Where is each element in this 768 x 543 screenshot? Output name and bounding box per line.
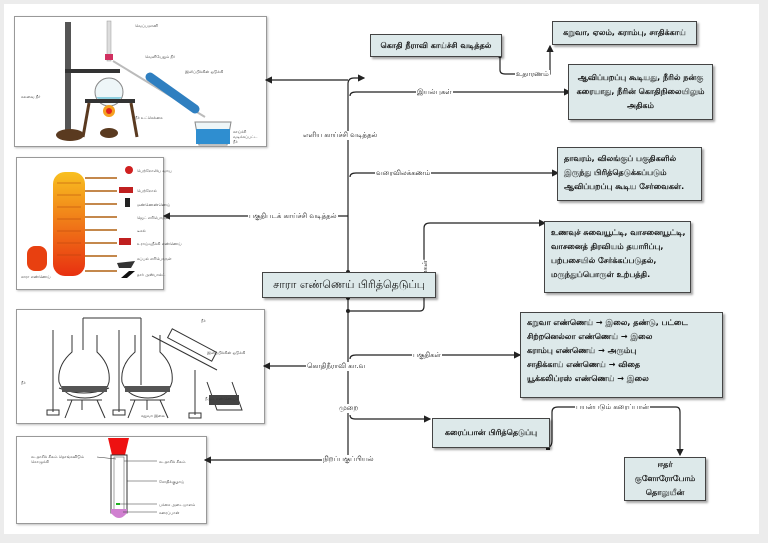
distillation-apparatus-illustration bbox=[56, 20, 232, 146]
plant-part: விதை bbox=[618, 360, 641, 369]
branch-label-method: முறை bbox=[338, 404, 360, 413]
paper-strip-label: கடதாசிக் கீலம் bbox=[159, 459, 186, 464]
trunk-up bbox=[347, 74, 366, 272]
arrow-icon: → bbox=[595, 318, 603, 327]
uses-node[interactable]: உணவுச் சுவையூட்டி, வாசனையூட்டி, வாசனைத் … bbox=[544, 221, 691, 293]
branch-label-example: உதாரணம் bbox=[515, 70, 550, 79]
parts-row: சிற்றனெல்லா எண்ணெய் → இலை bbox=[527, 330, 716, 344]
chromatography-figure: கடதாசிக் கீலம் தொங்கவிடும் கொழுக்கி கடதா… bbox=[16, 436, 207, 524]
water-label-top: நீர் bbox=[201, 318, 206, 323]
trunk-down bbox=[203, 298, 349, 464]
uses-line-4: மருந்துப்பொருள் உற்பத்தி. bbox=[551, 270, 651, 279]
link-properties bbox=[349, 88, 572, 97]
petrol-label: பெற்றோல் bbox=[137, 188, 157, 193]
branch-label-fractional: பகுதிபடக் காய்ச்சி வடித்தல் bbox=[248, 212, 338, 221]
central-topic-label: சாரா எண்ணெய் பிரித்தெடுப்பு bbox=[273, 278, 425, 291]
diesel-label: டீசல் bbox=[137, 228, 146, 233]
water-label-left: நீர் bbox=[21, 380, 26, 385]
definition-line-2: இருந்து பிரித்தெடுக்கப்படும் bbox=[564, 168, 667, 177]
oil-name: கராம்பு எண்ணெய் bbox=[527, 346, 596, 355]
leaves-label: கறுவா இலை bbox=[141, 413, 166, 418]
fractionating-column-illustration bbox=[27, 166, 135, 278]
definition-node[interactable]: தாவரம், விலங்குப் பகுதிகளில் இருந்து பிர… bbox=[557, 147, 702, 201]
parts-row: யூக்கலிப்ரஸ் எண்ணெய் → இலை bbox=[527, 372, 716, 386]
mixture-label: கலவை நீர் bbox=[21, 94, 41, 99]
oil-name: யூக்கலிப்ரஸ் எண்ணெய் bbox=[527, 374, 615, 383]
plant-part: அரும்பு bbox=[607, 346, 637, 355]
central-topic-node[interactable]: சாரா எண்ணெய் பிரித்தெடுப்பு bbox=[262, 272, 436, 298]
jet-fuel-label: ஜெட் எரிபொருள் bbox=[137, 215, 170, 220]
solvent-extraction-node[interactable]: கரைப்பான் பிரித்தெடுப்பு bbox=[432, 418, 550, 448]
definition-line-3: ஆவிப்பறப்பு கூடிய சேர்வைகள். bbox=[564, 182, 685, 191]
solvent-label: கரைப்பான் bbox=[159, 510, 180, 515]
link-definition bbox=[349, 169, 560, 178]
examples-label: கறுவா, ஏலம், கராம்பு, சாதிக்காய் bbox=[563, 28, 686, 37]
properties-line-2: கரையாது, நீரின் கொதிநிலையிலும் bbox=[576, 87, 705, 96]
properties-line-1: ஆவிப்பறப்பு கூடியது, நீரில் நன்கு bbox=[577, 73, 704, 82]
simple-distillation-figure: வெப்பமானி வெளியேறும் நீர் இலிப்பிக்கின் … bbox=[14, 16, 267, 147]
solvent-extraction-label: கரைப்பான் பிரித்தெடுப்பு bbox=[444, 428, 538, 437]
link-parts bbox=[349, 351, 522, 360]
uses-line-2: வாசனைத் திரவியம் தயாரிப்பு, bbox=[551, 242, 664, 251]
steam-distillation-label: கொதி நீராவி காய்ச்சி வடித்தல் bbox=[380, 40, 492, 50]
properties-line-3: அதிகம் bbox=[626, 101, 654, 110]
branch-label-steam: கொதிநீராவி கா.வ bbox=[306, 362, 367, 371]
solvent-chloroform: குளோரோபோம் bbox=[634, 474, 696, 483]
oil-name: சிற்றனெல்லா எண்ணெய் bbox=[527, 332, 619, 341]
branch-label-parts: பகுதிகள் bbox=[412, 351, 442, 360]
properties-node[interactable]: ஆவிப்பறப்பு கூடியது, நீரில் நன்கு கரையாத… bbox=[568, 64, 713, 120]
link-solvents bbox=[547, 406, 684, 457]
branch-label-definition: வரைவிலக்கணம் bbox=[375, 169, 432, 178]
green-spot-label: பச்சை அடையாளம் bbox=[159, 502, 196, 507]
parts-row: கராம்பு எண்ணெய் → அரும்பு bbox=[527, 344, 716, 358]
arrow-icon: → bbox=[620, 332, 628, 341]
arrow-icon: → bbox=[608, 360, 616, 369]
oil-water-label: நீரும் எண்ணெயும் bbox=[205, 396, 239, 401]
oil-name: கறுவா எண்ணெய் bbox=[527, 318, 594, 327]
branch-label-simple-distillation: எளிய காய்ச்சி வடித்தல் bbox=[302, 131, 379, 140]
oil-name: சாதிக்காய் எண்ணெய் bbox=[527, 360, 606, 369]
plant-part: இலை, தண்டு, பட்டை bbox=[605, 318, 688, 327]
fuel-oil-label: கப்பல் எரிபொருள் bbox=[137, 256, 172, 261]
kerosene-label: மண்ணெண்ணெய் bbox=[137, 202, 171, 207]
petroleum-gas-label: பெற்றோலிய வாயு bbox=[137, 168, 172, 173]
uses-line-3: பற்பசையில் சேர்க்கப்படுதல், bbox=[551, 256, 657, 265]
branch-label-chromatography: நிறப்பகுப்பியல் bbox=[322, 455, 375, 464]
plant-part: இலை bbox=[630, 332, 653, 341]
condenser-label-steam: இலிப்பிக்கின் ஒடுக்கி bbox=[207, 350, 246, 355]
examples-node[interactable]: கறுவா, ஏலம், கராம்பு, சாதிக்காய் bbox=[552, 21, 697, 45]
arrow-icon: → bbox=[598, 346, 605, 355]
thermometer-label: வெப்பமானி bbox=[135, 23, 158, 28]
fractional-distillation-figure: பெற்றோலிய வாயு பெற்றோல் மண்ணெண்ணெய் ஜெட்… bbox=[16, 157, 182, 290]
link-method bbox=[349, 414, 432, 423]
water-out-label: வெளியேறும் நீர் bbox=[145, 54, 176, 59]
plant-part: இலை bbox=[626, 374, 649, 383]
definition-line-1: தாவரம், விலங்குப் பகுதிகளில் bbox=[564, 154, 677, 163]
hook-label: கடதாசிக் கீலம் தொங்கவிடும் கொழுக்கி bbox=[31, 454, 84, 464]
branch-label-properties: இயல்புகள் bbox=[416, 88, 453, 97]
lubricant-label: உராய்வுநீக்கி எண்ணெய் bbox=[137, 241, 182, 246]
test-tube-label: சோதிக்குழாய் bbox=[159, 479, 185, 484]
water-in-label: நீர் உட்செல்கை bbox=[135, 115, 163, 120]
bitumen-label: தார் அஸ்பால்ட் bbox=[137, 272, 166, 277]
solvent-toluene: தொலுயீன் bbox=[645, 488, 685, 497]
arrow-icon: → bbox=[617, 374, 624, 383]
branch-label-solvents-used: பயன்படும் கரைப்பான் bbox=[575, 403, 650, 412]
solvent-ether: ஈதர் bbox=[657, 460, 673, 469]
condenser-label: இலிப்பிக்கின் ஒடுக்கி bbox=[185, 69, 224, 74]
parts-row: கறுவா எண்ணெய் → இலை, தண்டு, பட்டை bbox=[527, 316, 716, 330]
steam-distillation-node[interactable]: கொதி நீராவி காய்ச்சி வடித்தல் bbox=[370, 34, 502, 57]
distillate-label: காய்ச்சி வடிக்கப்பட்ட நீர் bbox=[233, 129, 258, 144]
solvents-node[interactable]: ஈதர் குளோரோபோம் தொலுயீன் bbox=[624, 457, 706, 501]
parts-node[interactable]: கறுவா எண்ணெய் → இலை, தண்டு, பட்டை சிற்றன… bbox=[520, 312, 723, 398]
link-example bbox=[499, 44, 554, 75]
crude-oil-label: சாரா எண்ணெய் bbox=[21, 274, 51, 279]
chromatography-tube-illustration bbox=[96, 438, 157, 518]
steam-distillation-illustration bbox=[46, 317, 243, 419]
steam-distillation-figure: நீர் நீர் இலிப்பிக்கின் ஒடுக்கி நீரும் எ… bbox=[16, 309, 265, 424]
uses-line-1: உணவுச் சுவையூட்டி, வாசனையூட்டி, bbox=[551, 228, 686, 237]
parts-row: சாதிக்காய் எண்ணெய் → விதை bbox=[527, 358, 716, 372]
